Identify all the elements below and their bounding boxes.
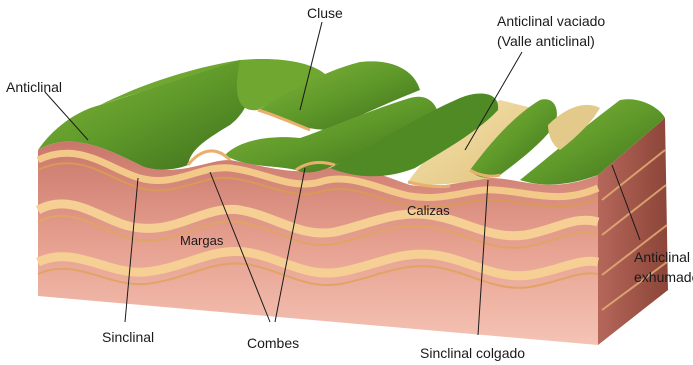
label-valle-anticlinal: (Valle anticlinal) — [497, 33, 595, 49]
label-anticlinal: Anticlinal — [6, 79, 62, 95]
label-anticlinal-exhumado-1: Anticlinal — [634, 249, 690, 265]
label-cluse: Cluse — [307, 5, 343, 21]
label-combes: Combes — [247, 335, 299, 351]
label-anticlinal-exhumado-2: exhumado — [634, 269, 693, 285]
label-margas: Margas — [180, 233, 224, 248]
label-calizas: Calizas — [407, 203, 450, 218]
label-sinclinal-colgado: Sinclinal colgado — [420, 345, 525, 361]
label-sinclinal: Sinclinal — [102, 329, 154, 345]
label-anticlinal-vaciado: Anticlinal vaciado — [497, 13, 605, 29]
